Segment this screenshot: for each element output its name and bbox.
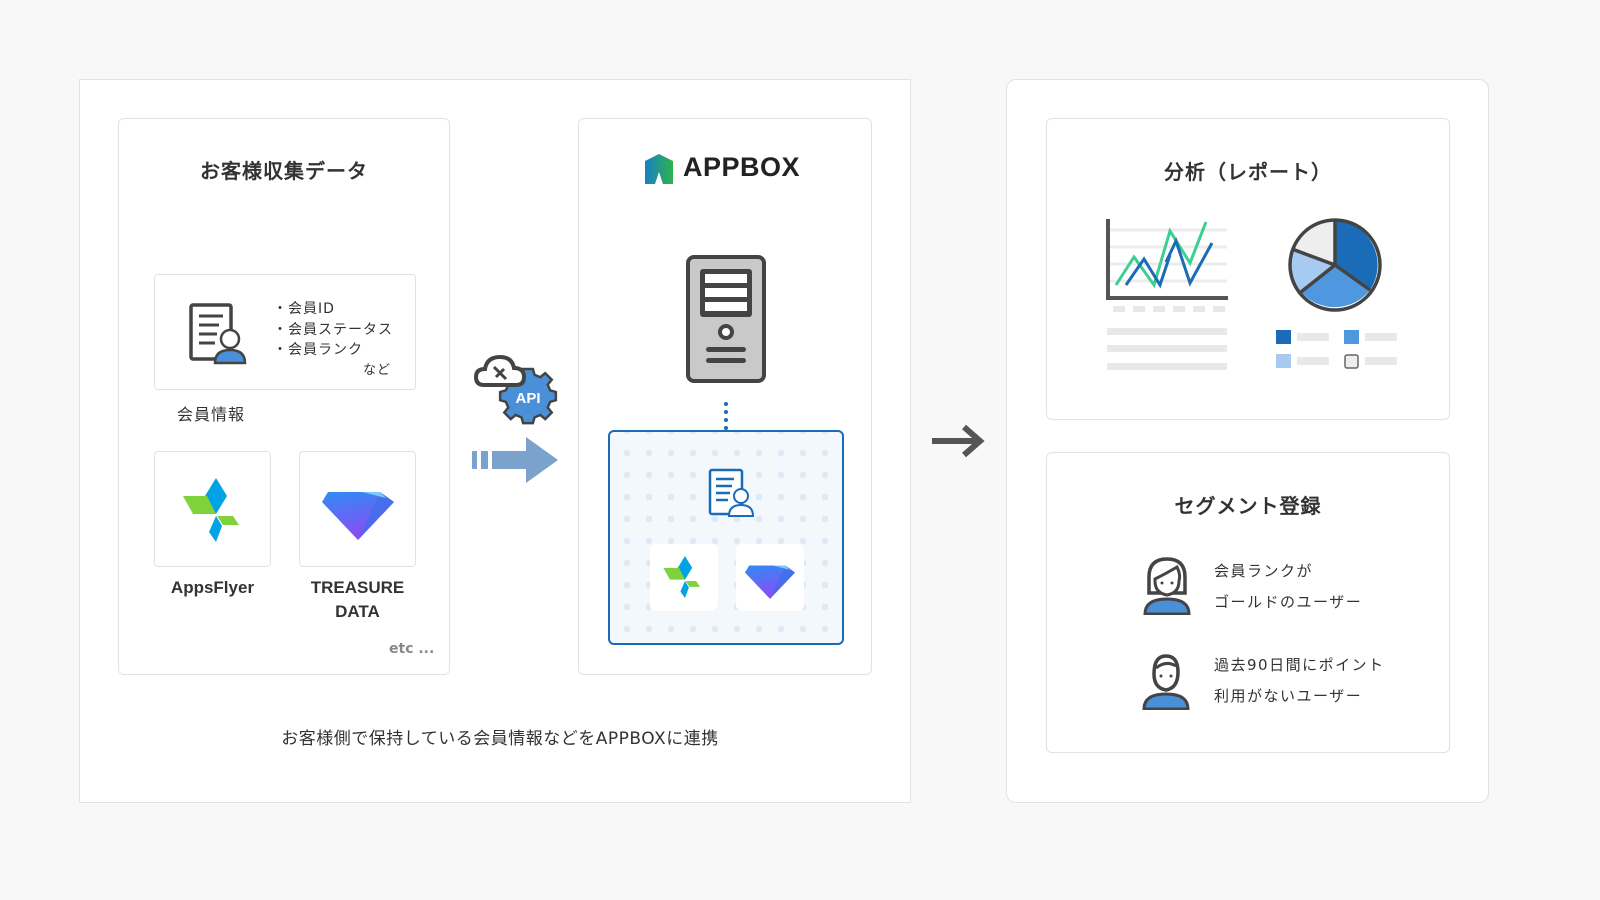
member-info-list: ・会員ID ・会員ステータス ・会員ランク xyxy=(273,299,393,361)
segment-line: ゴールドのユーザー xyxy=(1214,593,1363,611)
member-info-item: ・会員ID xyxy=(273,301,335,317)
etc-label: etc ... xyxy=(389,641,435,657)
analysis-report-title: 分析（レポート） xyxy=(1164,160,1332,184)
appbox-data-store xyxy=(608,430,844,645)
appbox-card: APPBOX xyxy=(578,118,872,675)
server-icon xyxy=(686,255,766,383)
integration-caption: お客様側で保持している会員情報などをAPPBOXに連携 xyxy=(281,729,719,749)
treasure-data-logo xyxy=(745,565,795,599)
customer-data-title: お客様収集データ xyxy=(200,159,368,183)
segment-line: 過去90日間にポイント xyxy=(1214,656,1385,674)
member-info-item: ・会員ステータス xyxy=(273,321,393,338)
appbox-logo-mark xyxy=(645,154,673,184)
member-info-etc: など xyxy=(363,363,392,378)
segment-line: 利用がないユーザー xyxy=(1214,687,1363,705)
segment-condition-no-points: 過去90日間にポイント 利用がないユーザー xyxy=(1214,650,1385,712)
member-info-card: ・会員ID ・会員ステータス ・会員ランク など xyxy=(154,274,416,390)
appsflyer-logo-box xyxy=(154,451,271,567)
appsflyer-logo xyxy=(183,478,239,542)
member-document-icon xyxy=(189,303,247,365)
female-user-icon xyxy=(1143,557,1191,615)
pie-chart-icon xyxy=(1276,218,1397,369)
line-chart-icon xyxy=(1106,219,1228,370)
connector-dots xyxy=(724,402,728,430)
data-flow-arrow-icon xyxy=(472,437,558,483)
customer-data-card: お客様収集データ ・会員ID ・会員ステータス ・会員ランク など 会員情報 xyxy=(118,118,450,675)
appsflyer-label: AppsFlyer xyxy=(170,578,255,597)
appsflyer-mini-box xyxy=(650,544,718,611)
member-info-label: 会員情報 xyxy=(177,405,246,424)
treasure-data-label: TREASURE DATA xyxy=(310,578,405,621)
api-badge-text: API xyxy=(515,390,540,407)
appbox-logo-text: APPBOX xyxy=(683,152,801,182)
segment-line: 会員ランクが xyxy=(1214,562,1314,580)
analysis-report-card: 分析（レポート） xyxy=(1046,118,1450,420)
male-user-icon xyxy=(1142,654,1190,710)
api-cloud-gear-icon: API xyxy=(474,354,558,425)
segment-condition-gold: 会員ランクが ゴールドのユーザー xyxy=(1214,556,1362,618)
segment-registration-title: セグメント登録 xyxy=(1174,494,1322,518)
right-arrow-icon xyxy=(932,424,985,458)
appsflyer-logo xyxy=(663,556,701,598)
treasure-data-mini-box xyxy=(736,544,804,611)
treasure-data-logo xyxy=(322,492,394,540)
member-info-item: ・会員ランク xyxy=(273,342,363,358)
member-document-icon xyxy=(708,468,755,517)
segment-registration-card: セグメント登録 会員ランクが ゴールドのユーザー 過去90日間にポイント 利用が… xyxy=(1046,452,1450,753)
treasure-data-logo-box xyxy=(299,451,416,567)
